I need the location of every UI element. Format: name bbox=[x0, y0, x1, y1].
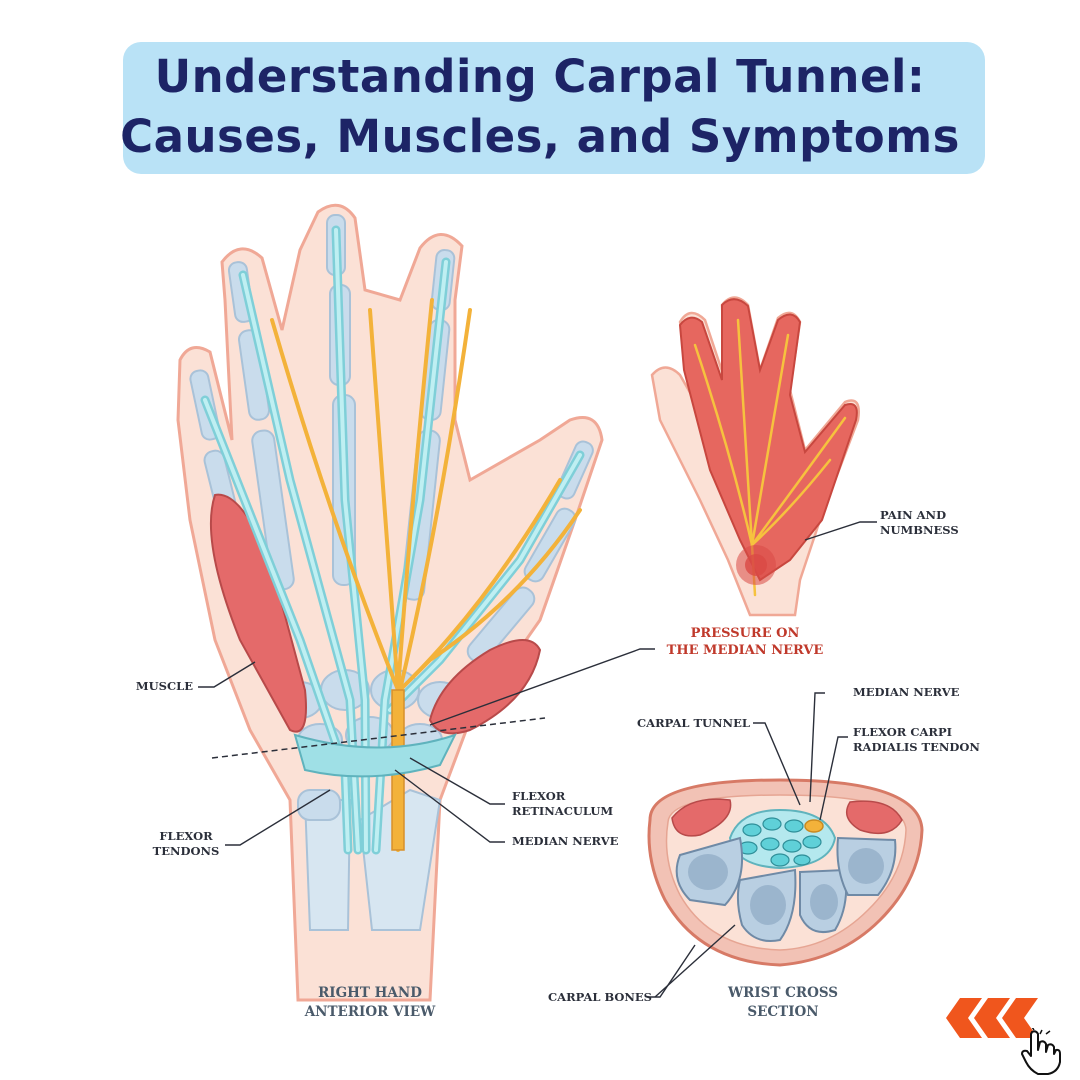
caption-right-hand-line1: RIGHT HAND bbox=[318, 985, 422, 1001]
cross-muscle-right bbox=[845, 800, 903, 835]
wrist-cross-section bbox=[647, 778, 924, 967]
title-line-2: Causes, Muscles, and Symptoms bbox=[120, 110, 960, 163]
hand-pointer-icon bbox=[1021, 1028, 1061, 1075]
label-carpal-bones: CARPAL BONES bbox=[548, 990, 652, 1004]
leader-lines bbox=[198, 521, 877, 998]
label-pain-line2: NUMBNESS bbox=[880, 523, 959, 537]
title-banner bbox=[123, 42, 985, 174]
hypothenar-muscle bbox=[209, 493, 307, 733]
label-pressure-on-median-nerve: PRESSURE ON THE MEDIAN NERVE bbox=[650, 625, 840, 659]
caption-wrist-cross-line2: SECTION bbox=[747, 1004, 819, 1020]
flexor-retinaculum bbox=[293, 733, 457, 778]
label-flexor-tendons: FLEXOR TENDONS bbox=[150, 829, 222, 859]
label-fcr-line1: FLEXOR CARPI bbox=[853, 725, 952, 739]
caption-wrist-cross-line1: WRIST CROSS bbox=[727, 985, 839, 1001]
cross-section-line bbox=[211, 717, 546, 759]
label-median-nerve-hand: MEDIAN NERVE bbox=[512, 834, 619, 848]
label-flexor-retinaculum-line2: RETINACULUM bbox=[512, 804, 614, 818]
label-pain-line1: PAIN AND bbox=[880, 508, 947, 522]
caption-right-hand-anterior-view: RIGHT HAND ANTERIOR VIEW bbox=[290, 984, 450, 1022]
chevrons-left-icon[interactable] bbox=[930, 985, 1060, 1075]
hand-pain-diagram bbox=[650, 296, 860, 617]
caption-right-hand-line2: ANTERIOR VIEW bbox=[304, 1004, 436, 1020]
cross-median-nerve bbox=[804, 819, 824, 833]
label-flexor-tendons-line2: TENDONS bbox=[152, 844, 220, 858]
cross-carpal-bones bbox=[675, 836, 897, 942]
pain-nerve-lines bbox=[693, 318, 847, 597]
label-flexor-retinaculum-line1: FLEXOR bbox=[512, 789, 566, 803]
label-muscle: MUSCLE bbox=[135, 679, 193, 693]
pain-area bbox=[678, 298, 858, 582]
label-flexor-tendons-line1: FLEXOR bbox=[159, 829, 213, 843]
title-line-1: Understanding Carpal Tunnel: bbox=[154, 50, 926, 103]
tunnel-tendons bbox=[738, 817, 822, 867]
hand-anterior-view bbox=[176, 203, 604, 1002]
label-carpal-tunnel: CARPAL TUNNEL bbox=[637, 716, 750, 730]
label-pressure-line1: PRESSURE ON bbox=[690, 626, 800, 641]
label-pain-and-numbness: PAIN AND NUMBNESS bbox=[880, 508, 959, 538]
thenar-muscle bbox=[428, 639, 542, 735]
label-pressure-line2: THE MEDIAN NERVE bbox=[666, 643, 824, 658]
label-fcr-line2: RADIALIS TENDON bbox=[853, 740, 980, 754]
label-flexor-carpi-radialis-tendon: FLEXOR CARPI RADIALIS TENDON bbox=[853, 725, 980, 755]
label-median-nerve-cross: MEDIAN NERVE bbox=[853, 685, 960, 699]
label-flexor-retinaculum: FLEXOR RETINACULUM bbox=[512, 789, 613, 819]
cross-muscle-left bbox=[671, 798, 732, 837]
caption-wrist-cross-section: WRIST CROSS SECTION bbox=[713, 984, 853, 1022]
wrist-bone bbox=[297, 789, 341, 821]
